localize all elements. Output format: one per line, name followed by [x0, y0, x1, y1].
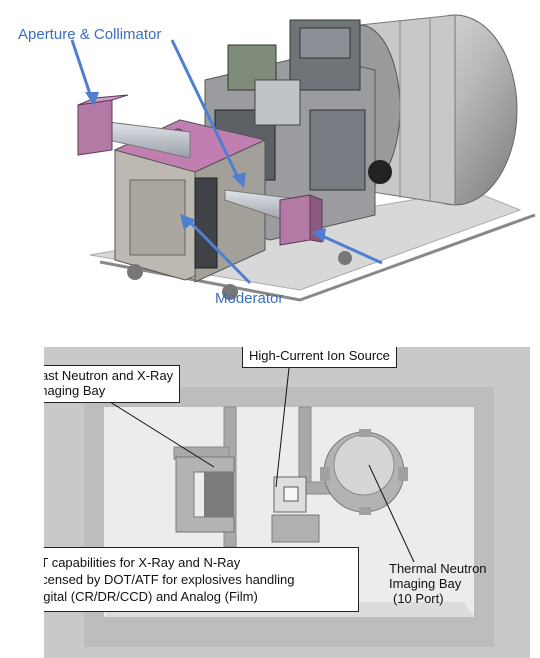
ion-source-label: High-Current Ion Source	[242, 347, 397, 368]
callout-lines	[98, 367, 415, 563]
capabilities-list: CT capabilities for X-Ray and N-Ray Lice…	[44, 554, 350, 605]
equipment-rendering: Aperture & Collimator Moderator	[0, 0, 540, 320]
thermal-neutron-bay	[320, 429, 408, 515]
moderator-box	[113, 119, 267, 283]
ion-source	[271, 476, 320, 543]
fast-neutron-bay	[175, 456, 235, 533]
callout-arrows	[70, 39, 383, 285]
fast-neutron-bay-line1: Fast Neutron and X-Ray	[44, 368, 174, 383]
fast-neutron-bay-label: Fast Neutron and X-Ray Imaging Bay	[44, 365, 181, 403]
left-collimator	[77, 94, 191, 159]
capabilities-box: CT capabilities for X-Ray and N-Ray Lice…	[44, 547, 359, 612]
facility-layout: High-Current Ion Source Fast Neutron and…	[44, 347, 530, 658]
thermal-bay-label: Thermal Neutron Imaging Bay (10 Port)	[389, 561, 487, 607]
thermal-bay-line3: (10 Port)	[393, 590, 444, 606]
thermal-bay-line1: Thermal Neutron	[389, 561, 487, 576]
fast-neutron-bay-line2: Imaging Bay	[44, 382, 106, 398]
capability-item: CT capabilities for X-Ray and N-Ray	[44, 554, 350, 571]
moderator-label: Moderator	[215, 290, 284, 307]
aperture-collimator-label: Aperture & Collimator	[18, 26, 162, 43]
capability-item: Licensed by DOT/ATF for explosives handl…	[44, 571, 350, 588]
thermal-bay-line2: Imaging Bay	[389, 575, 462, 591]
equipment-drawing	[70, 14, 536, 302]
capability-item: Digital (CR/DR/CCD) and Analog (Film)	[44, 588, 350, 605]
